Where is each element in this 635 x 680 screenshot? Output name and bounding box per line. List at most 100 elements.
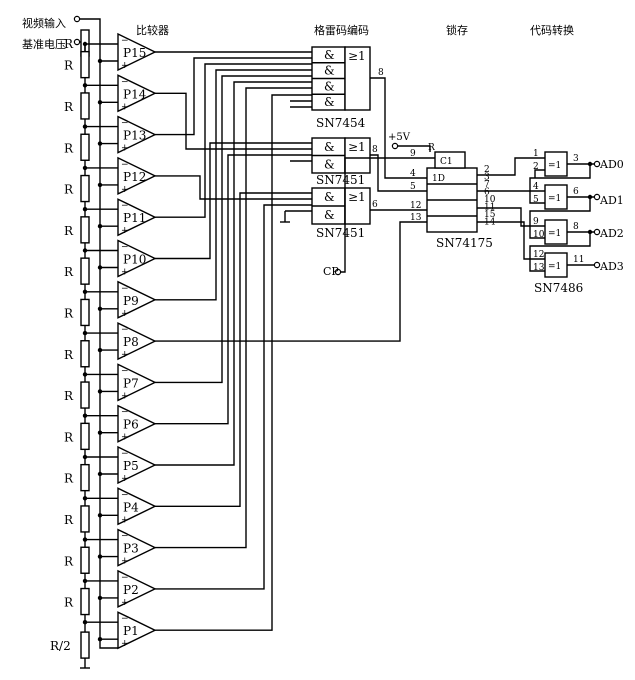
junction-dot <box>82 289 88 294</box>
resistor-label: R <box>64 472 74 486</box>
or-symbol: ≥1 <box>348 140 366 154</box>
resistor-label: R <box>64 265 74 279</box>
video-input-terminal <box>73 15 81 23</box>
comparator-output-wire <box>155 221 427 342</box>
feedback-wire <box>529 164 591 204</box>
minus-sign: − <box>121 36 129 46</box>
plus-sign: + <box>121 61 129 71</box>
comparator-p7 <box>117 363 157 402</box>
junction-dot <box>97 100 103 105</box>
resistor-label: R <box>64 513 74 527</box>
ad3-label: AD3 <box>600 260 624 273</box>
plus-sign: + <box>121 433 129 443</box>
pin-label: 7 <box>484 180 490 190</box>
junction-dot <box>82 83 88 88</box>
minus-sign: − <box>121 614 129 624</box>
junction-dot <box>82 620 88 625</box>
pin-label: 1 <box>533 149 539 159</box>
pin-label: 4 <box>410 169 416 179</box>
supply-terminal <box>391 142 399 150</box>
comparator-output-wire <box>155 75 312 384</box>
resistor-label: R <box>64 348 74 362</box>
cp-terminal <box>334 268 342 276</box>
minus-sign: − <box>121 77 129 87</box>
junction-dot <box>97 306 103 311</box>
junction-dot <box>97 265 103 270</box>
resistor-label: R/2 <box>50 639 71 653</box>
d-input-label: 1D <box>432 174 445 184</box>
pin-label: 3 <box>573 154 579 164</box>
pin-label: 12 <box>533 250 544 260</box>
sn7486-label: SN7486 <box>534 281 584 295</box>
pin-label: 13 <box>410 213 422 223</box>
junction-dot <box>97 595 103 601</box>
plus-sign: + <box>121 474 129 484</box>
pin-label: 8 <box>573 222 579 232</box>
minus-sign: − <box>121 449 129 459</box>
comparator-label: P3 <box>123 542 139 556</box>
junction-dot <box>587 194 593 200</box>
minus-sign: − <box>121 325 129 335</box>
sn7451b-label: SN7451 <box>316 226 366 240</box>
plus-sign: + <box>121 639 129 649</box>
reference-voltage-terminal <box>73 38 81 46</box>
comparator-p9 <box>117 280 157 319</box>
junction-dot <box>97 430 103 435</box>
comparator-output-wire <box>155 142 312 260</box>
minus-sign: − <box>121 532 129 542</box>
comparator-p1 <box>117 611 157 650</box>
resistor-label: R <box>64 59 74 73</box>
pin-label: 4 <box>533 182 539 192</box>
comparator-output-wire <box>155 175 312 200</box>
comparator-heading: 比较器 <box>136 24 169 37</box>
comparator-p4 <box>117 487 157 526</box>
resistor-label: R <box>64 100 74 114</box>
junction-dot <box>97 389 103 394</box>
comparator-p10 <box>117 239 157 278</box>
and-symbol: & <box>324 140 335 154</box>
supply-label: +5V <box>388 132 410 143</box>
comparator-label: P9 <box>123 294 139 308</box>
junction-dot <box>587 161 593 167</box>
minus-sign: − <box>121 366 129 376</box>
comparator-label: P2 <box>123 583 139 597</box>
pin-label: 15 <box>484 210 496 220</box>
comparator-p3 <box>117 528 157 567</box>
junction-dot <box>82 372 88 377</box>
pin-label: 8 <box>378 68 384 78</box>
minus-sign: − <box>121 119 129 129</box>
resistor-label: R <box>64 306 74 320</box>
minus-sign: − <box>121 490 129 500</box>
minus-sign: − <box>121 408 129 418</box>
plus-sign: + <box>121 557 129 567</box>
sn7454-or <box>344 46 371 111</box>
comparator-label: P4 <box>123 500 139 514</box>
sn7451a-output-wire <box>370 154 427 192</box>
comparator-p2 <box>117 569 157 609</box>
pin-label: 5 <box>533 195 539 205</box>
junction-dot <box>82 248 88 253</box>
xor-symbol: =1 <box>548 229 561 239</box>
feedback-wire <box>529 232 591 272</box>
comparator-label: P8 <box>123 335 139 349</box>
pin-label: 12 <box>410 201 421 211</box>
pin-label: 6 <box>372 200 378 210</box>
clock-block <box>434 151 466 169</box>
and-symbol: & <box>324 79 335 93</box>
xor-symbol: =1 <box>548 194 561 204</box>
junction-dot <box>82 413 88 418</box>
pin-label: 8 <box>372 145 378 155</box>
junction-dot <box>97 347 103 353</box>
ad0-label: AD0 <box>600 158 624 171</box>
junction-dot <box>97 224 103 229</box>
pin-label: 10 <box>484 195 496 205</box>
plus-sign: + <box>121 102 129 112</box>
or-symbol: ≥1 <box>348 190 366 204</box>
ad2-label: AD2 <box>600 227 624 240</box>
comparator-output-wire <box>155 192 312 507</box>
junction-dot <box>97 513 103 518</box>
sn74175-label: SN74175 <box>436 236 493 250</box>
output-terminal <box>593 193 601 201</box>
plus-sign: + <box>121 226 129 236</box>
